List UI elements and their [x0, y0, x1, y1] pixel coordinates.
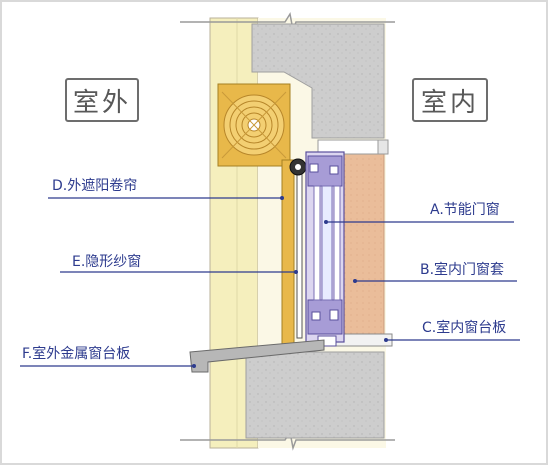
bottom-break-mark [180, 429, 395, 451]
label-energy-saving-window: A.节能门窗 [430, 202, 500, 218]
interior-window-trim [343, 149, 385, 337]
leader-dots [192, 196, 388, 368]
label-invisible-screen: E.隐形纱窗 [72, 254, 142, 270]
bottom-concrete-sill [245, 351, 385, 439]
label-interior-sill-board: C.室内窗台板 [422, 320, 507, 336]
outdoor-label: 室外 [65, 78, 139, 122]
energy-saving-window [305, 151, 345, 347]
indoor-label: 室内 [412, 78, 488, 122]
invisible-screen [296, 167, 303, 339]
label-exterior-metal-sill: F.室外金属窗台板 [22, 346, 131, 362]
roller-shutter-coil [221, 91, 287, 159]
leader-lines [20, 197, 520, 367]
top-break-mark [180, 11, 395, 33]
label-exterior-roller-shutter: D.外遮阳卷帘 [52, 178, 138, 194]
top-concrete-lintel [251, 23, 385, 139]
label-interior-window-trim: B.室内门窗套 [420, 262, 505, 278]
exterior-metal-sill [189, 339, 325, 373]
roller-shutter-curtain [281, 159, 295, 351]
